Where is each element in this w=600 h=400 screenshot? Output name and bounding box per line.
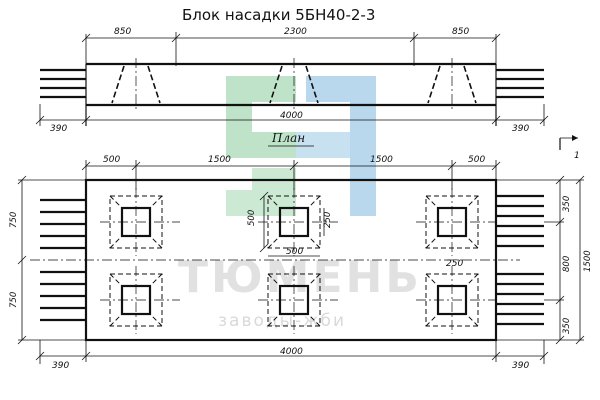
plan-dim-750-bottom: 750: [9, 292, 19, 308]
plan-dim-800: 800: [562, 256, 572, 272]
elev-dim-4000: 4000: [280, 111, 303, 121]
plan-dim-390-left: 390: [52, 361, 69, 371]
pile-socket: [100, 188, 180, 256]
elevation-view: 850 2300 850 390: [35, 27, 549, 134]
plan-dim-500-lower: 500: [286, 247, 303, 257]
elev-dim-2300: 2300: [284, 27, 307, 37]
plan-dim-500-inner: 500: [247, 210, 257, 226]
plan-dim-1500-right-vert: 1500: [583, 250, 593, 272]
elev-dim-390-right: 390: [512, 124, 529, 134]
plan-dim-500-right: 500: [468, 155, 485, 165]
pile-socket: [100, 266, 180, 334]
plan-dim-500-left: 500: [103, 155, 120, 165]
elev-dim-390-left: 390: [50, 124, 67, 134]
pile-socket: [258, 266, 338, 334]
plan-dim-4000: 4000: [280, 347, 303, 357]
pile-socket: [416, 266, 496, 334]
drawing-title: Блок насадки 5БН40-2-3: [182, 6, 375, 24]
plan-dim-1500-left: 1500: [208, 155, 231, 165]
plan-dim-1500-right: 1500: [370, 155, 393, 165]
section-marker: 1: [559, 135, 580, 161]
plan-dim-250-inner: 250: [323, 212, 333, 228]
svg-text:1: 1: [574, 151, 580, 161]
plan-dim-390-right: 390: [512, 361, 529, 371]
plan-view: 500 1500 1500 500: [9, 155, 593, 371]
pile-socket: [258, 188, 338, 256]
watermark-text-sub: заводы-жби: [218, 311, 346, 331]
pile-socket: [416, 188, 496, 256]
plan-dim-350-top: 350: [562, 196, 572, 212]
plan-dim-750-top: 750: [9, 212, 19, 228]
watermark-text-main: ТЮМЕНЬ: [178, 252, 422, 303]
plan-dim-250-lower: 250: [446, 259, 463, 269]
elev-dim-850-right: 850: [452, 27, 469, 37]
plan-dim-350-bottom: 350: [562, 318, 572, 334]
view-caption: План: [271, 131, 305, 145]
elev-dim-850-left: 850: [114, 27, 131, 37]
